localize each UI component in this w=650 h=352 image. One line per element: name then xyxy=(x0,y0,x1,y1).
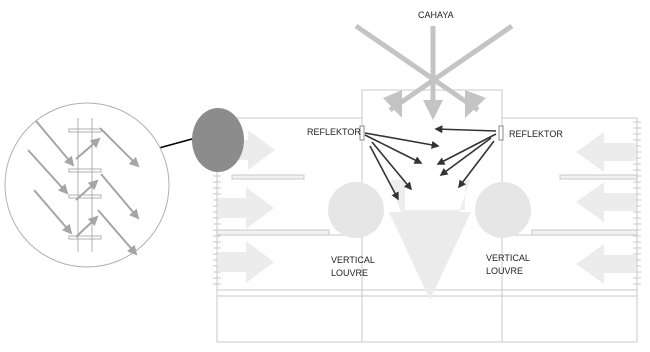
ray-right-2 xyxy=(436,133,497,165)
light-label: CAHAYA xyxy=(418,10,454,20)
right-shelf xyxy=(559,174,638,180)
ray-right-3 xyxy=(458,140,495,189)
ray-left-4 xyxy=(371,141,413,191)
beam-right-to-left xyxy=(388,23,514,113)
ray-left-1 xyxy=(364,132,440,149)
flow-arrow-left-3 xyxy=(218,241,274,283)
inset-blade-4 xyxy=(68,235,102,240)
inset-blade-3 xyxy=(68,194,102,199)
ray-left-3 xyxy=(369,145,399,201)
beam-left-to-right xyxy=(354,23,480,113)
reflector-right-label: REFLEKTOR xyxy=(509,129,563,139)
reflected-rays xyxy=(364,125,497,201)
right-ledge xyxy=(531,229,638,236)
louvre-left-label-line2: LOUVRE xyxy=(331,268,368,278)
light-beams xyxy=(354,23,514,113)
beam-head-left xyxy=(383,90,402,118)
beam-head-center xyxy=(423,100,443,120)
reflector-left-label: REFLEKTOR xyxy=(307,127,361,137)
louvre-right-circle xyxy=(475,182,531,238)
reflector-left-plate xyxy=(359,125,365,141)
louvre-left-circle xyxy=(328,182,384,238)
flow-arrow-right-2 xyxy=(576,182,636,222)
left-shelf xyxy=(231,174,305,180)
detail-inset xyxy=(4,102,170,268)
beam-arrowheads xyxy=(383,90,486,120)
louvre-right-label-line2: LOUVRE xyxy=(486,266,523,276)
central-arrowhead xyxy=(389,212,471,300)
louvre-right-label-line1: VERTICAL xyxy=(486,253,530,263)
flow-arrow-left-2 xyxy=(218,187,274,229)
beam-head-right xyxy=(465,90,486,118)
inset-circle xyxy=(4,102,170,268)
left-ledge xyxy=(216,229,330,236)
light-shelves xyxy=(216,174,638,236)
ray-right-4 xyxy=(439,137,492,176)
inset-blade-1 xyxy=(68,128,102,133)
flow-arrow-right-3 xyxy=(576,244,636,284)
ray-left-2 xyxy=(364,134,423,164)
inset-rays xyxy=(27,120,140,256)
detail-marker xyxy=(192,108,244,172)
flow-arrow-right-1 xyxy=(576,132,636,172)
reflector-right-plate xyxy=(498,125,504,141)
ray-right-1 xyxy=(434,125,497,134)
right-flow-arrows xyxy=(576,132,636,284)
louvre-left-label-line1: VERTICAL xyxy=(331,255,375,265)
inset-blade-2 xyxy=(68,168,102,173)
